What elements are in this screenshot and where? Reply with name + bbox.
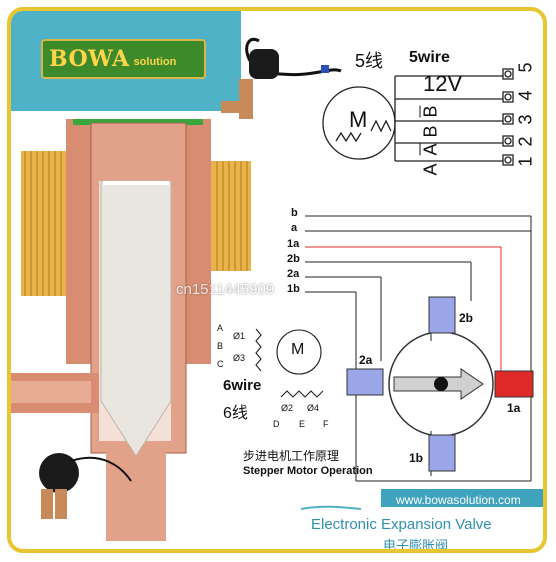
- terminal-4: 4: [515, 90, 536, 101]
- five-wire-title-en: 5wire: [409, 49, 450, 66]
- operation-title-en: Stepper Motor Operation: [243, 465, 373, 477]
- terminal-2: 2: [515, 136, 536, 147]
- terminal-1: 1: [515, 156, 536, 167]
- wire-label-2a: 2a: [287, 268, 300, 280]
- six-wire-phi1: Ø1: [233, 331, 246, 341]
- wire-label-a: a: [291, 222, 298, 234]
- six-wire-pin-b: B: [217, 341, 224, 351]
- six-wire-pin-f: F: [323, 419, 329, 429]
- coil-label-1a: 1a: [507, 401, 521, 415]
- label-a-bar: A: [420, 143, 441, 156]
- six-wire-schematic: [255, 328, 324, 398]
- valve-photo-top: [221, 37, 342, 119]
- label-b: B: [420, 125, 441, 138]
- six-wire-pin-a: A: [217, 323, 224, 333]
- label-b-bar: B: [420, 105, 441, 118]
- six-wire-title-en: 6wire: [223, 377, 262, 394]
- terminal-5: 5: [515, 62, 536, 73]
- footer-title: Electronic Expansion Valve: [311, 516, 492, 533]
- footer-band: [301, 489, 543, 549]
- six-wire-pin-d: D: [273, 419, 280, 429]
- stepper-wiring: [305, 215, 532, 482]
- valve-diagram: [11, 37, 534, 541]
- six-wire-pin-e: E: [299, 419, 306, 429]
- wire-label-2b: 2b: [287, 253, 300, 265]
- watermark: cn1511445909: [176, 281, 275, 298]
- brand-logo: BOWA solution: [41, 39, 206, 79]
- valve-photo-bottom: [39, 453, 132, 519]
- five-wire-motor: M: [349, 107, 368, 132]
- six-wire-phi3: Ø3: [233, 353, 246, 363]
- label-a: A: [420, 163, 441, 176]
- terminal-3: 3: [515, 114, 536, 125]
- coil-fins: [21, 151, 251, 296]
- footer-subtitle-cn: 电子膨胀阀: [383, 539, 449, 553]
- six-wire-title-cn: 6线: [223, 405, 248, 422]
- coil-label-1b: 1b: [409, 451, 424, 465]
- five-wire-title-cn: 5线: [355, 51, 384, 71]
- stepper-coils: [346, 296, 534, 472]
- six-wire-pin-c: C: [217, 359, 224, 369]
- footer-url[interactable]: www.bowasolution.com: [396, 493, 521, 507]
- brand-name: BOWA: [49, 46, 130, 72]
- diagram-frame: BOWA solution: [7, 7, 547, 553]
- wire-label-1a: 1a: [287, 238, 300, 250]
- wire-label-b: b: [291, 207, 298, 219]
- six-wire-phi4: Ø4: [307, 403, 320, 413]
- operation-title-cn: 步进电机工作原理: [243, 449, 340, 463]
- coil-label-2b: 2b: [459, 311, 474, 325]
- five-wire-label-12v: 12V: [423, 71, 463, 96]
- six-wire-phi2: Ø2: [281, 403, 294, 413]
- five-wire-schematic: [322, 68, 514, 166]
- six-wire-motor: M: [291, 341, 305, 358]
- coil-label-2a: 2a: [359, 353, 373, 367]
- wire-label-1b: 1b: [287, 283, 300, 295]
- brand-suffix: solution: [133, 56, 177, 68]
- valve-body: [11, 119, 211, 541]
